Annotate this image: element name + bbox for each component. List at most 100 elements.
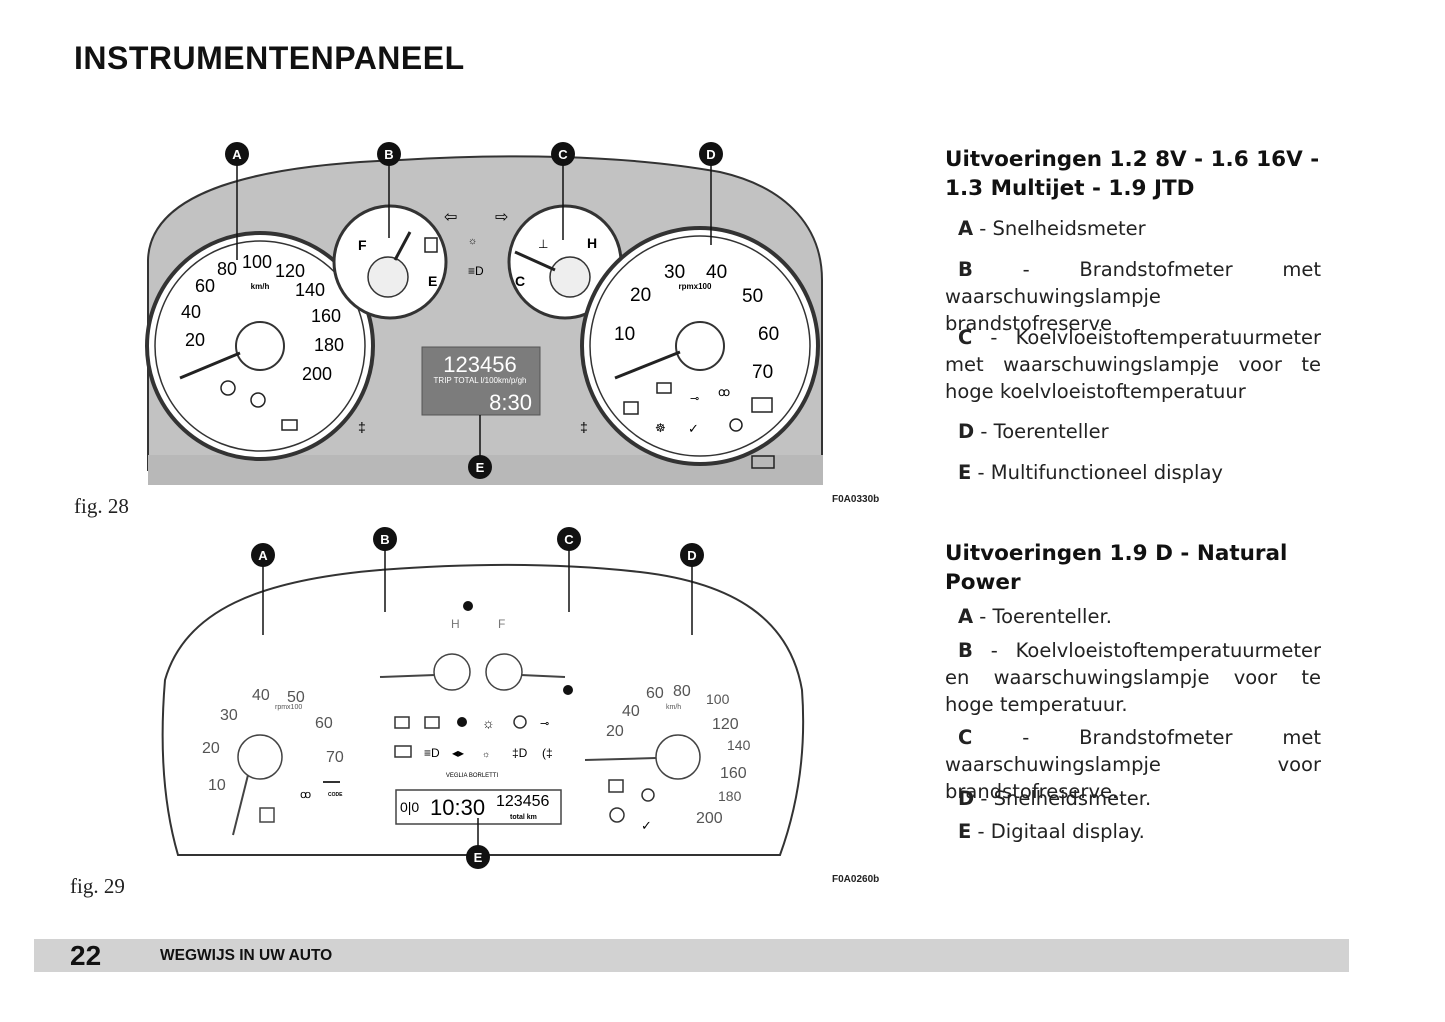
speed-tick-80: 80 <box>673 683 691 700</box>
tacho-tick-60: 60 <box>758 324 779 345</box>
speed-tick-100: 100 <box>242 252 272 272</box>
tacho-tick-40: 40 <box>706 262 727 283</box>
fuel-mark-full: F <box>498 617 505 631</box>
oil-pressure-icon: ⊸ <box>540 718 549 730</box>
fuel-filter-icon <box>259 807 275 823</box>
callout-d: D <box>699 142 723 245</box>
tacho-unit: rpmx100 <box>679 282 712 291</box>
legend-item-b: B - Brandstofmeter met waarschuwingslamp… <box>945 258 1322 335</box>
abs-warning-icon <box>220 380 236 396</box>
brake-warning-icon <box>513 715 527 729</box>
speed-tick-80: 80 <box>217 259 237 279</box>
turn-signal-left-icon: ⇦ <box>444 209 457 226</box>
glow-plug-icon: ꝏ <box>300 789 311 801</box>
section-title-petrol-jtd: Uitvoeringen 1.2 8V - 1.6 16V - 1.3 Mult… <box>945 147 1320 201</box>
svg-text:C: C <box>558 147 568 162</box>
fuel-mark-empty: E <box>428 273 437 289</box>
turn-signal-right-icon: ⇨ <box>495 209 508 226</box>
legend-item-a: A - Toerenteller. <box>958 605 1112 628</box>
callout-b: B <box>377 142 401 238</box>
cruise-icon: ☸ <box>655 421 666 435</box>
callout-b: B <box>373 527 397 612</box>
speedometer-dial: 20 40 60 80 100 120 140 160 180 200 km/h <box>584 683 751 827</box>
speed-tick-160: 160 <box>720 765 747 782</box>
engine-check-icon <box>608 779 624 793</box>
fuel-reserve-lamp <box>563 685 573 695</box>
tachometer-dial: 10 20 30 40 50 60 70 rpmx100 <box>202 687 344 836</box>
fuel-needle <box>520 674 566 678</box>
tacho-tick-50: 50 <box>742 286 763 307</box>
tacho-tick-70: 70 <box>326 749 344 766</box>
tacho-tick-50: 50 <box>287 689 305 706</box>
tacho-tick-60: 60 <box>315 715 333 732</box>
speed-tick-200: 200 <box>302 364 332 384</box>
tacho-tick-20: 20 <box>202 740 220 757</box>
coolant-temp-needle <box>379 674 436 678</box>
footer-bar <box>34 939 1349 972</box>
tacho-unit: rpmx100 <box>275 704 302 711</box>
tachometer-dial: 10 20 30 40 50 60 70 rpmx100 <box>580 226 820 466</box>
tacho-tick-70: 70 <box>752 362 773 383</box>
page-number: 22 <box>70 940 102 971</box>
legend-item-d: D - Snelheidsmeter. <box>958 787 1152 810</box>
fog-light-icon: ‡ <box>358 419 366 435</box>
tacho-tick-10: 10 <box>208 777 226 794</box>
multifunction-display-frame <box>421 346 541 416</box>
legend-item-a: A - Snelheidsmeter <box>958 217 1146 240</box>
callout-e: E <box>466 818 490 869</box>
callout-a: A <box>225 142 249 260</box>
figure-29-code: F0A0260b <box>832 874 880 885</box>
speed-tick-180: 180 <box>314 335 344 355</box>
svg-text:A: A <box>258 548 268 563</box>
low-beam-icon: ≡D <box>424 746 440 760</box>
legend-item-c: C - Brandstofmeter met waarschuwingslamp… <box>945 726 1322 803</box>
airbag-icon <box>641 788 655 802</box>
speed-tick-200: 200 <box>696 810 723 827</box>
side-lights-icon: ☼ <box>482 749 490 759</box>
callout-c: C <box>557 527 581 612</box>
display-left-readout: 0|0 <box>400 799 419 815</box>
tacho-tick-30: 30 <box>664 262 685 283</box>
display-clock: 8:30 <box>489 390 532 415</box>
coolant-temp-gauge <box>433 653 471 691</box>
speed-tick-60: 60 <box>646 685 664 702</box>
rear-defrost-icon <box>751 455 775 469</box>
legend-item-d: D - Toerenteller <box>958 420 1109 443</box>
speedometer-dial: 20 40 60 80 100 120 140 160 180 200 km/h <box>145 231 375 461</box>
callout-c: C <box>551 142 575 240</box>
callout-a: A <box>251 543 275 635</box>
display-odometer: 123456 <box>496 793 549 810</box>
display-units: total km <box>510 814 537 821</box>
legend-item-b: B - Koelvloeistoftemperatuurmeter en waa… <box>945 639 1321 716</box>
fault-icon: ☼ <box>482 715 495 731</box>
svg-text:C: C <box>564 532 574 547</box>
speed-tick-160: 160 <box>311 306 341 326</box>
indicator-dot <box>457 717 467 727</box>
fuel-gauge <box>485 653 523 691</box>
panel-outline <box>161 563 805 856</box>
svg-text:B: B <box>384 147 393 162</box>
temp-mark-hot: H <box>451 617 460 631</box>
display-odometer: 123456 <box>443 352 516 377</box>
tacho-tick-30: 30 <box>220 707 238 724</box>
tacho-tick-10: 10 <box>614 324 635 345</box>
speed-tick-120: 120 <box>275 261 305 281</box>
engine-check-icon <box>623 401 639 415</box>
fuel-pump-icon <box>424 237 438 253</box>
svg-text:A: A <box>232 147 242 162</box>
abs-warning-icon <box>609 807 625 823</box>
rear-defrost-icon <box>394 745 412 758</box>
seatbelt-icon: ✓ <box>641 818 652 833</box>
legend-item-e: E - Multifunctioneel display <box>958 461 1223 484</box>
figure-29-instrument-panel: 10 20 30 40 50 60 70 rpmx100 ꝏ CODE H F … <box>161 527 805 869</box>
svg-text:E: E <box>474 850 483 865</box>
speed-tick-40: 40 <box>622 703 640 720</box>
svg-text:E: E <box>476 460 485 475</box>
footer-section-name: WEGWIJS IN UW AUTO <box>160 947 333 964</box>
temp-mark-hot: H <box>587 235 597 251</box>
svg-text:D: D <box>706 147 715 162</box>
fog-light-icon: ‡D <box>512 746 528 760</box>
low-beam-icon: ≡D <box>468 264 484 278</box>
side-lights-icon: ☼ <box>468 236 477 247</box>
legend-item-c: C - Koelvloeistoftemperatuurmeter met wa… <box>945 326 1321 403</box>
